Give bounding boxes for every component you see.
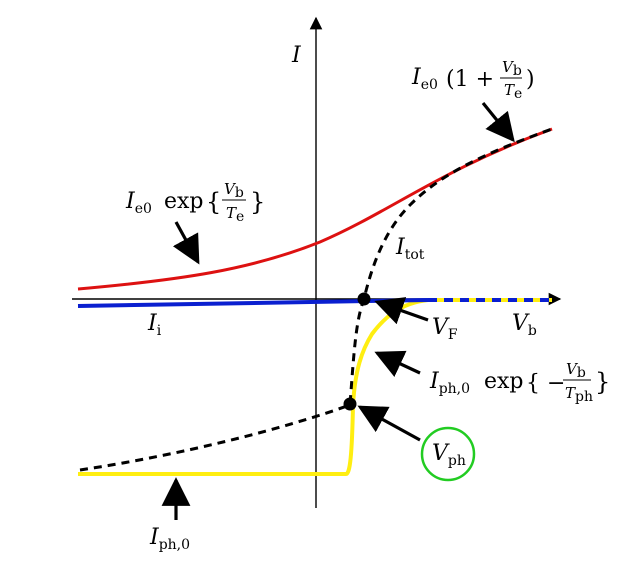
svg-text:Vb: Vb xyxy=(502,58,522,79)
svg-text:Te: Te xyxy=(504,81,522,102)
svg-text:exp: exp xyxy=(484,369,524,394)
svg-text:Te: Te xyxy=(226,204,244,225)
v-ph-label: Vph xyxy=(432,441,466,469)
arrow-v-ph xyxy=(357,405,421,442)
svg-text:(1 +: (1 + xyxy=(446,67,494,92)
svg-text:Vb: Vb xyxy=(566,360,586,381)
svg-text:Ie0: Ie0 xyxy=(125,189,152,217)
v-f-label: VF xyxy=(432,315,458,343)
x-axis-label: Vb xyxy=(512,311,537,339)
svg-text:{: { xyxy=(206,188,221,216)
svg-text:}: } xyxy=(250,188,265,216)
svg-text:{ −: { − xyxy=(526,371,565,396)
electron-current-curve xyxy=(77,127,553,291)
floating-potential-point xyxy=(357,292,371,306)
i-i-label: Ii xyxy=(147,311,162,339)
arrow-linear-term xyxy=(481,101,515,143)
svg-text:Tph: Tph xyxy=(565,384,593,405)
i-ph0-label: Iph,0 xyxy=(149,525,190,553)
ph-exp-term-label: Iph,0 exp { − Vb Tph } xyxy=(429,360,610,405)
linear-term-label: Ie0 (1 + Vb Te ) xyxy=(411,58,535,102)
exp-term-label: Ie0 exp { Vb Te } xyxy=(125,180,265,225)
svg-text:): ) xyxy=(526,67,535,92)
arrow-ph-exp-term xyxy=(374,350,421,377)
v-ph-highlight-circle xyxy=(420,426,476,482)
arrow-v-f xyxy=(374,297,429,325)
svg-text:exp: exp xyxy=(164,189,204,214)
arrow-exp-term xyxy=(172,221,200,265)
photo-potential-point xyxy=(343,397,357,411)
photo-current-curve xyxy=(78,298,429,476)
svg-text:Iph,0: Iph,0 xyxy=(429,369,470,397)
y-axis-label: I xyxy=(291,43,302,68)
svg-text:}: } xyxy=(595,368,610,396)
svg-text:Vb: Vb xyxy=(224,180,244,201)
ion-current-curve xyxy=(77,298,429,308)
svg-text:Ie0: Ie0 xyxy=(411,65,438,93)
i-tot-label: Itot xyxy=(395,235,425,263)
